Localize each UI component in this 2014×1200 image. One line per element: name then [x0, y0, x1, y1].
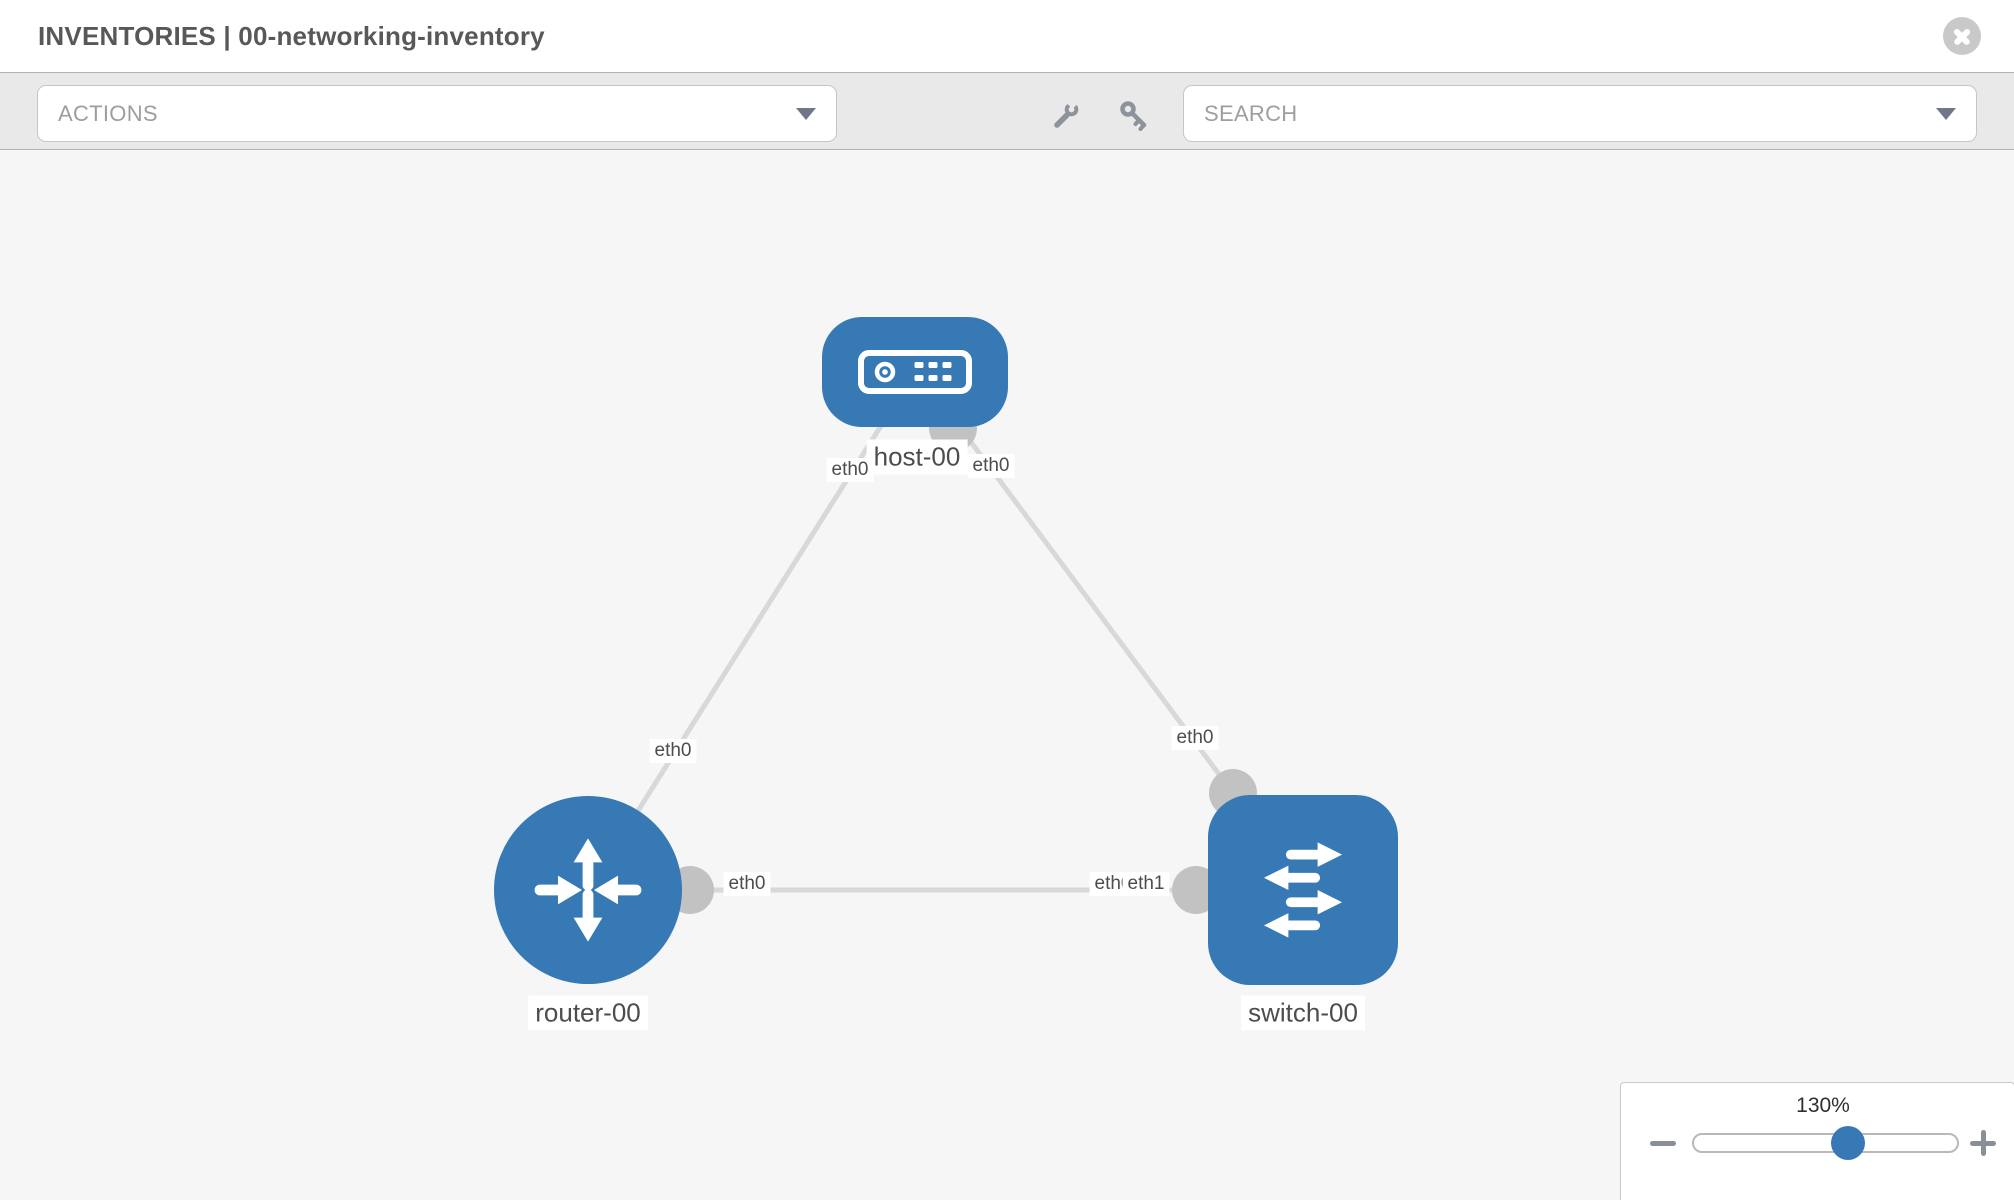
host-icon [858, 350, 972, 394]
key-icon [1120, 101, 1147, 131]
node-label-router-00: router-00 [528, 995, 648, 1031]
switch-icon [1263, 842, 1343, 938]
zoom-in-button[interactable] [1966, 1126, 2000, 1160]
interface-label-host-left: eth0 [826, 458, 874, 482]
chevron-down-icon [796, 107, 816, 120]
minus-icon [1650, 1140, 1676, 1146]
toolbar: ACTIONS SEARCH [0, 72, 2014, 150]
node-switch-00[interactable] [1208, 795, 1398, 985]
node-router-00[interactable] [494, 796, 682, 984]
zoom-out-button[interactable] [1646, 1126, 1680, 1160]
topology-canvas[interactable]: host-00 router-00 switch-00 eth0 eth0 et… [0, 150, 2014, 1200]
interface-label-host-right: eth0 [967, 454, 1015, 478]
interface-label-switch-top: eth0 [1171, 726, 1219, 750]
zoom-slider[interactable] [1692, 1126, 1959, 1160]
interface-label-switch-left: eth1 [1122, 872, 1170, 896]
router-icon [534, 838, 642, 942]
page-title: INVENTORIES | 00-networking-inventory [38, 21, 545, 51]
close-icon [1943, 17, 1981, 55]
close-button[interactable] [1943, 17, 1981, 55]
key-button[interactable] [1118, 99, 1150, 131]
wrench-icon [1054, 96, 1080, 128]
zoom-level: 130% [1796, 1094, 1850, 1117]
search-dropdown[interactable]: SEARCH [1183, 85, 1977, 142]
chevron-down-icon [1936, 107, 1956, 120]
tools-button[interactable] [1050, 96, 1082, 131]
actions-dropdown[interactable]: ACTIONS [37, 85, 837, 142]
actions-dropdown-label: ACTIONS [58, 100, 158, 126]
node-host-00[interactable] [822, 317, 1008, 427]
search-dropdown-label: SEARCH [1204, 100, 1298, 126]
zoom-slider-thumb[interactable] [1831, 1126, 1865, 1160]
node-label-host-00: host-00 [866, 439, 968, 475]
node-label-switch-00: switch-00 [1241, 995, 1365, 1031]
interface-label-router-right: eth0 [723, 872, 771, 896]
header: INVENTORIES | 00-networking-inventory [0, 0, 2014, 72]
interface-label-router-top: eth0 [649, 739, 697, 763]
topology-links-layer [585, 370, 1257, 914]
zoom-control: 130% [1620, 1082, 2014, 1200]
